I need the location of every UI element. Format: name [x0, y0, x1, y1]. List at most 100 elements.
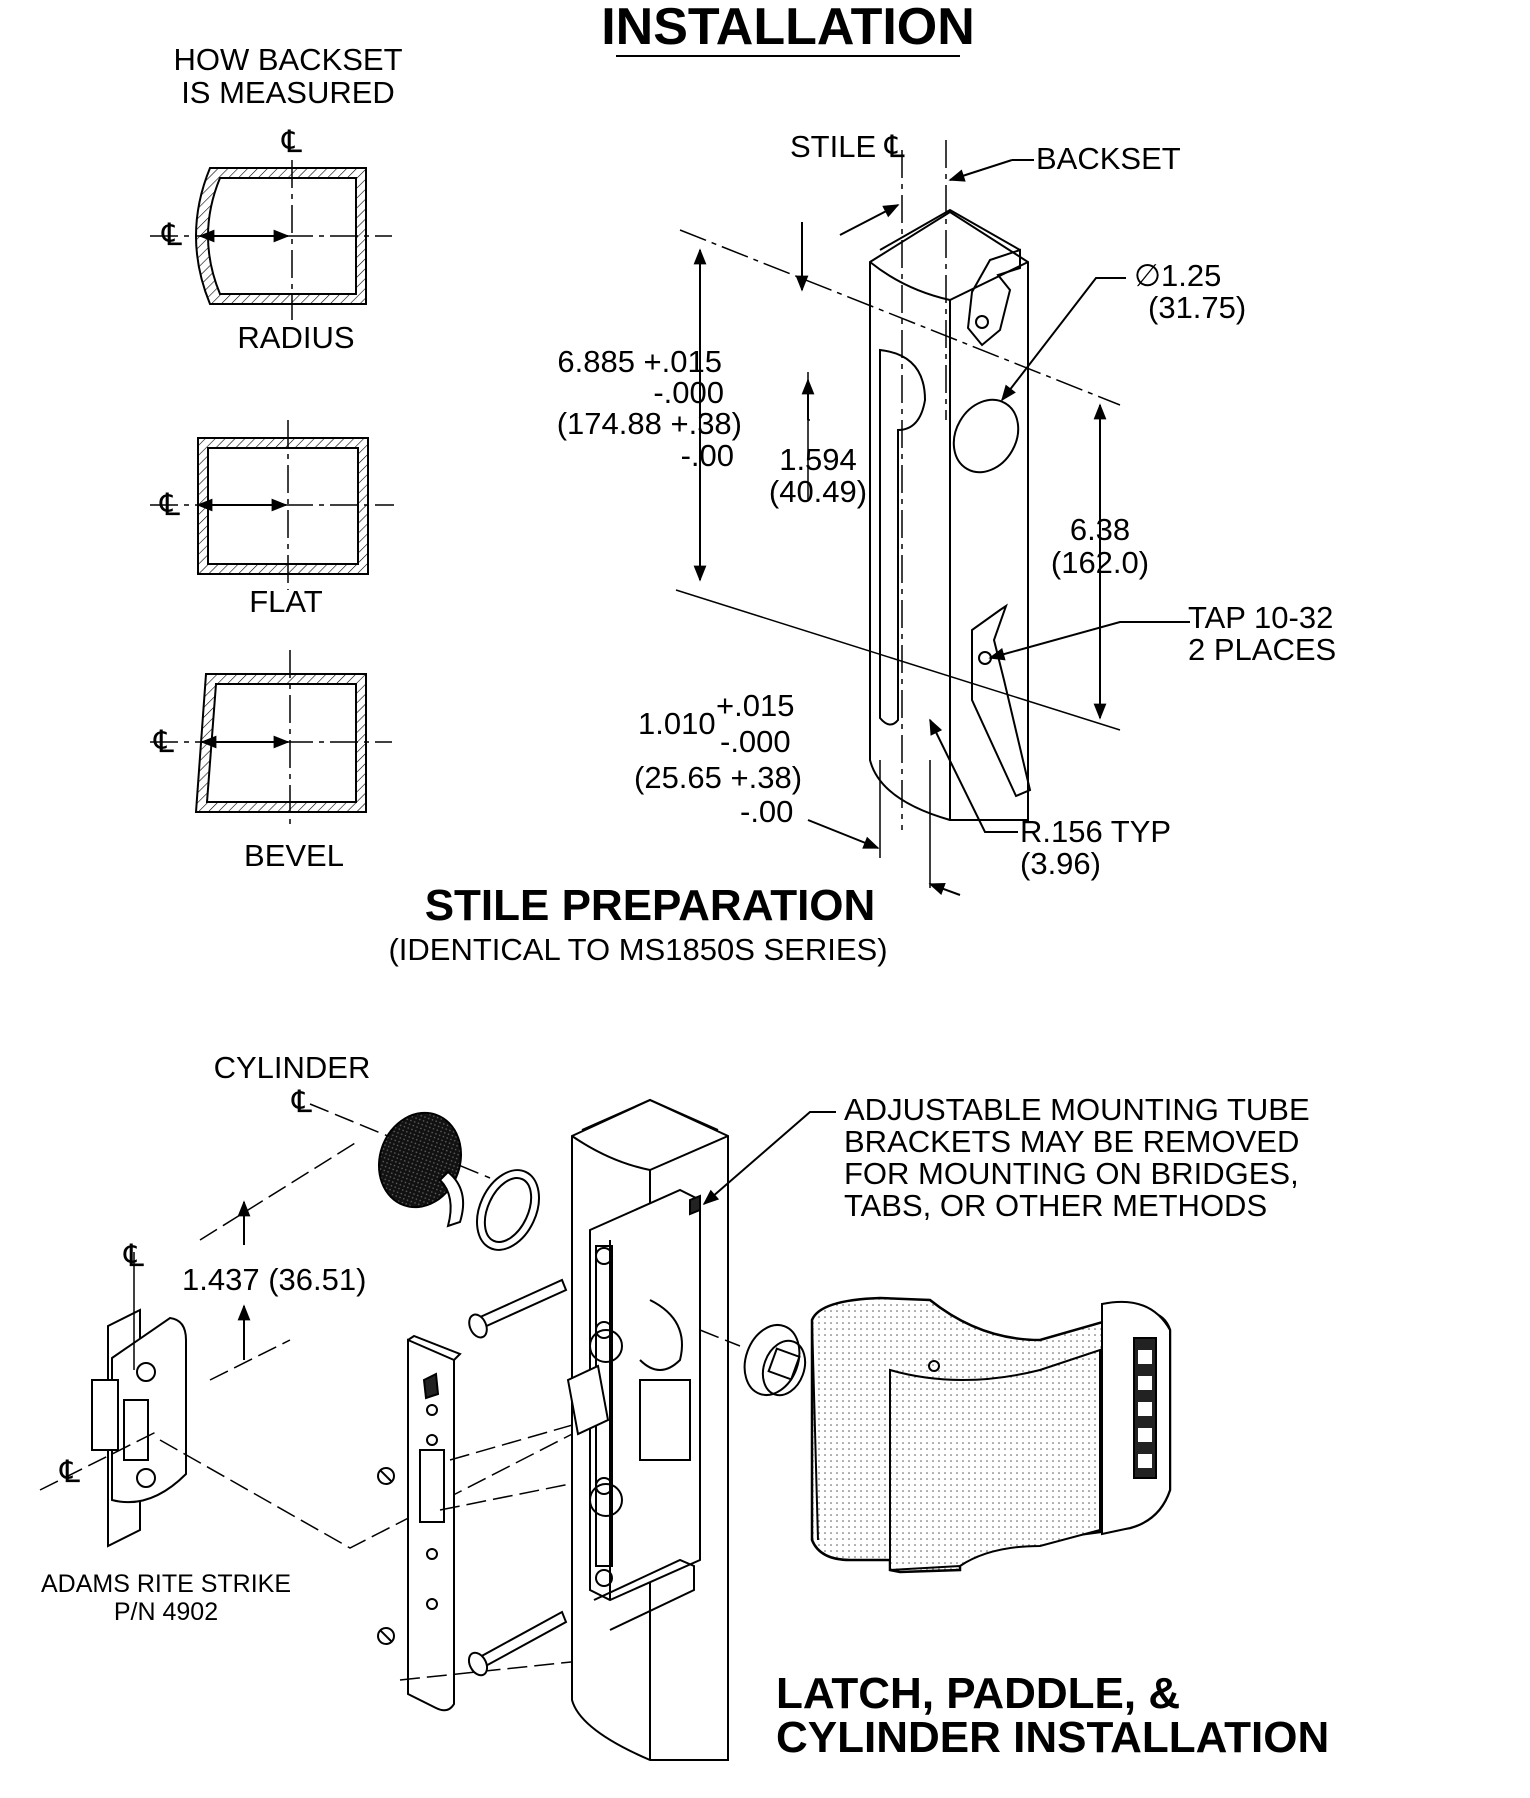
dim-638-line1: 6.38	[1070, 512, 1130, 547]
cylinder-body	[377, 1111, 463, 1209]
tap-label-line2: 2 PLACES	[1188, 632, 1336, 667]
dim-1010-arrow-left	[807, 819, 880, 849]
latch-screw-2	[595, 1321, 613, 1339]
latch-screw-1	[595, 1247, 613, 1265]
faceplate-hole-1	[426, 1404, 438, 1416]
mounting-screw-bottom	[467, 1610, 568, 1677]
backset-heading-line2: IS MEASURED	[181, 75, 395, 110]
faceplate-align-line-2	[439, 1479, 591, 1511]
push-paddle	[810, 1296, 1172, 1574]
dia-label-line1: ∅1.25	[1134, 258, 1221, 293]
cylinder-label: CYLINDER	[214, 1050, 371, 1085]
dim-6885-line1: 6.885 +.015	[557, 344, 722, 379]
faceplate-hole-2	[426, 1434, 438, 1446]
stile-prep-heading: STILE PREPARATION	[425, 881, 876, 930]
latch-heading-line1: LATCH, PADDLE, &	[776, 1669, 1180, 1718]
tap-leader	[988, 621, 1190, 661]
strike-screw-top	[136, 1362, 156, 1382]
paddle-screw-hole	[928, 1360, 940, 1372]
faceplate-hole-3	[426, 1548, 438, 1560]
stile-backset-arrow-left	[839, 204, 900, 236]
strike-alignment-line	[159, 1429, 581, 1549]
faceplate-align-line-3	[399, 1659, 591, 1681]
strike-label-line2: P/N 4902	[114, 1598, 218, 1626]
latch-mounting-tube	[566, 1098, 729, 1761]
backset-section: HOW BACKSET IS MEASURED ℄ ℄ RADIUS ℄ FLA…	[150, 42, 403, 873]
faceplate-body	[407, 1338, 455, 1712]
page-title: INSTALLATION	[601, 0, 975, 56]
faceplate-edge	[407, 1334, 462, 1361]
dim-6885-line3: (174.88 +.38)	[557, 406, 742, 441]
paddle-back-edge	[811, 1319, 819, 1541]
paddle-label-mark-1	[1138, 1350, 1152, 1364]
latch-mechanism	[639, 1379, 691, 1461]
tube-top-edge	[649, 1135, 729, 1171]
top-tap-hole	[975, 315, 989, 329]
dim-1010-main: 1.010	[638, 706, 716, 741]
mount-note-line3: FOR MOUNTING ON BRIDGES,	[844, 1156, 1299, 1191]
stile-preparation-section: STILE ℄ BACKSET ∅1.25 (31.75) 6.885 +.01…	[388, 129, 1336, 967]
paddle-label-mark-3	[1138, 1402, 1152, 1416]
top-cutout	[966, 248, 1021, 347]
cylinder-ring	[476, 1169, 540, 1251]
dim-1594-line2: (40.49)	[769, 474, 867, 509]
stile-tube-front-edge	[869, 261, 951, 820]
dim-6885-line4: -.00	[681, 438, 734, 473]
strike-horizontal-centerline	[39, 1429, 161, 1491]
stile-cl-label: STILE ℄	[790, 129, 905, 164]
faceplate-screw-top	[377, 1467, 395, 1485]
dim-638-line2: (162.0)	[1051, 545, 1149, 580]
latch-faceplate	[377, 1334, 591, 1712]
strike-label-line1: ADAMS RITE STRIKE	[41, 1570, 291, 1598]
latch-heading-line2: CYLINDER INSTALLATION	[776, 1713, 1329, 1762]
latch-hub-bottom	[589, 1483, 623, 1517]
stile-prep-subheading: (IDENTICAL TO MS1850S SERIES)	[388, 932, 887, 967]
cylinder-cam	[438, 1170, 464, 1228]
stile-tube-top-edge	[949, 261, 1029, 301]
mount-note-line4: TABS, OR OTHER METHODS	[844, 1188, 1267, 1223]
paddle-label-mark-5	[1138, 1454, 1152, 1468]
paddle-label-mark-2	[1138, 1376, 1152, 1390]
latch-spring	[639, 1299, 683, 1371]
latch-hub-top	[589, 1329, 623, 1363]
dim-1437-label: 1.437 (36.51)	[182, 1262, 366, 1297]
tube-top-inner	[581, 1098, 719, 1131]
mortise-cylinder	[377, 1111, 540, 1251]
strike-opening	[123, 1399, 149, 1461]
latch-screw-4	[595, 1569, 613, 1587]
flat-tube-section	[197, 437, 369, 575]
dim-1594-line1: 1.594	[779, 442, 857, 477]
dim-1010-mm2: -.00	[740, 794, 793, 829]
faceplate-hole-4	[426, 1598, 438, 1610]
radius-profile: ℄ ℄ RADIUS	[150, 124, 392, 355]
dim-1437-ext	[209, 1339, 291, 1381]
bevel-profile: ℄ BEVEL	[150, 650, 392, 873]
paddle-label-mark-4	[1138, 1428, 1152, 1442]
faceplate-screw-bottom	[377, 1627, 395, 1645]
tap-label-line1: TAP 10-32	[1188, 600, 1333, 635]
backset-leader-arrow	[948, 159, 1013, 182]
bevel-label: BEVEL	[244, 838, 344, 873]
backset-label: BACKSET	[1036, 141, 1181, 176]
strike-plate: ℄ ℄ ADAMS RITE STRIKE P/N 4902	[39, 1238, 581, 1626]
radius-side-cl-symbol: ℄	[161, 217, 182, 252]
paddle-blade	[889, 1348, 1101, 1572]
dia-label-line2: (31.75)	[1148, 290, 1246, 325]
paddle-hub	[699, 1324, 807, 1397]
latch-bottom-bracket	[593, 1558, 695, 1631]
latch-body	[589, 1188, 701, 1602]
dim-1010-arrow-right	[928, 882, 961, 896]
radius-cl-symbol: ℄	[281, 124, 302, 159]
radius-label: RADIUS	[237, 320, 354, 355]
stile-slot	[879, 348, 927, 726]
strike-box	[91, 1379, 119, 1451]
radius-leader	[929, 718, 1018, 833]
cylinder-cl-symbol: ℄	[291, 1084, 312, 1119]
cylinder-hole	[952, 398, 1020, 474]
faceplate-logo	[422, 1372, 440, 1400]
tube-front-edge	[571, 1135, 651, 1760]
flat-side-cl-symbol: ℄	[159, 487, 180, 522]
strike-cl-top: ℄	[123, 1238, 144, 1273]
strike-cl-left: ℄	[59, 1454, 80, 1489]
